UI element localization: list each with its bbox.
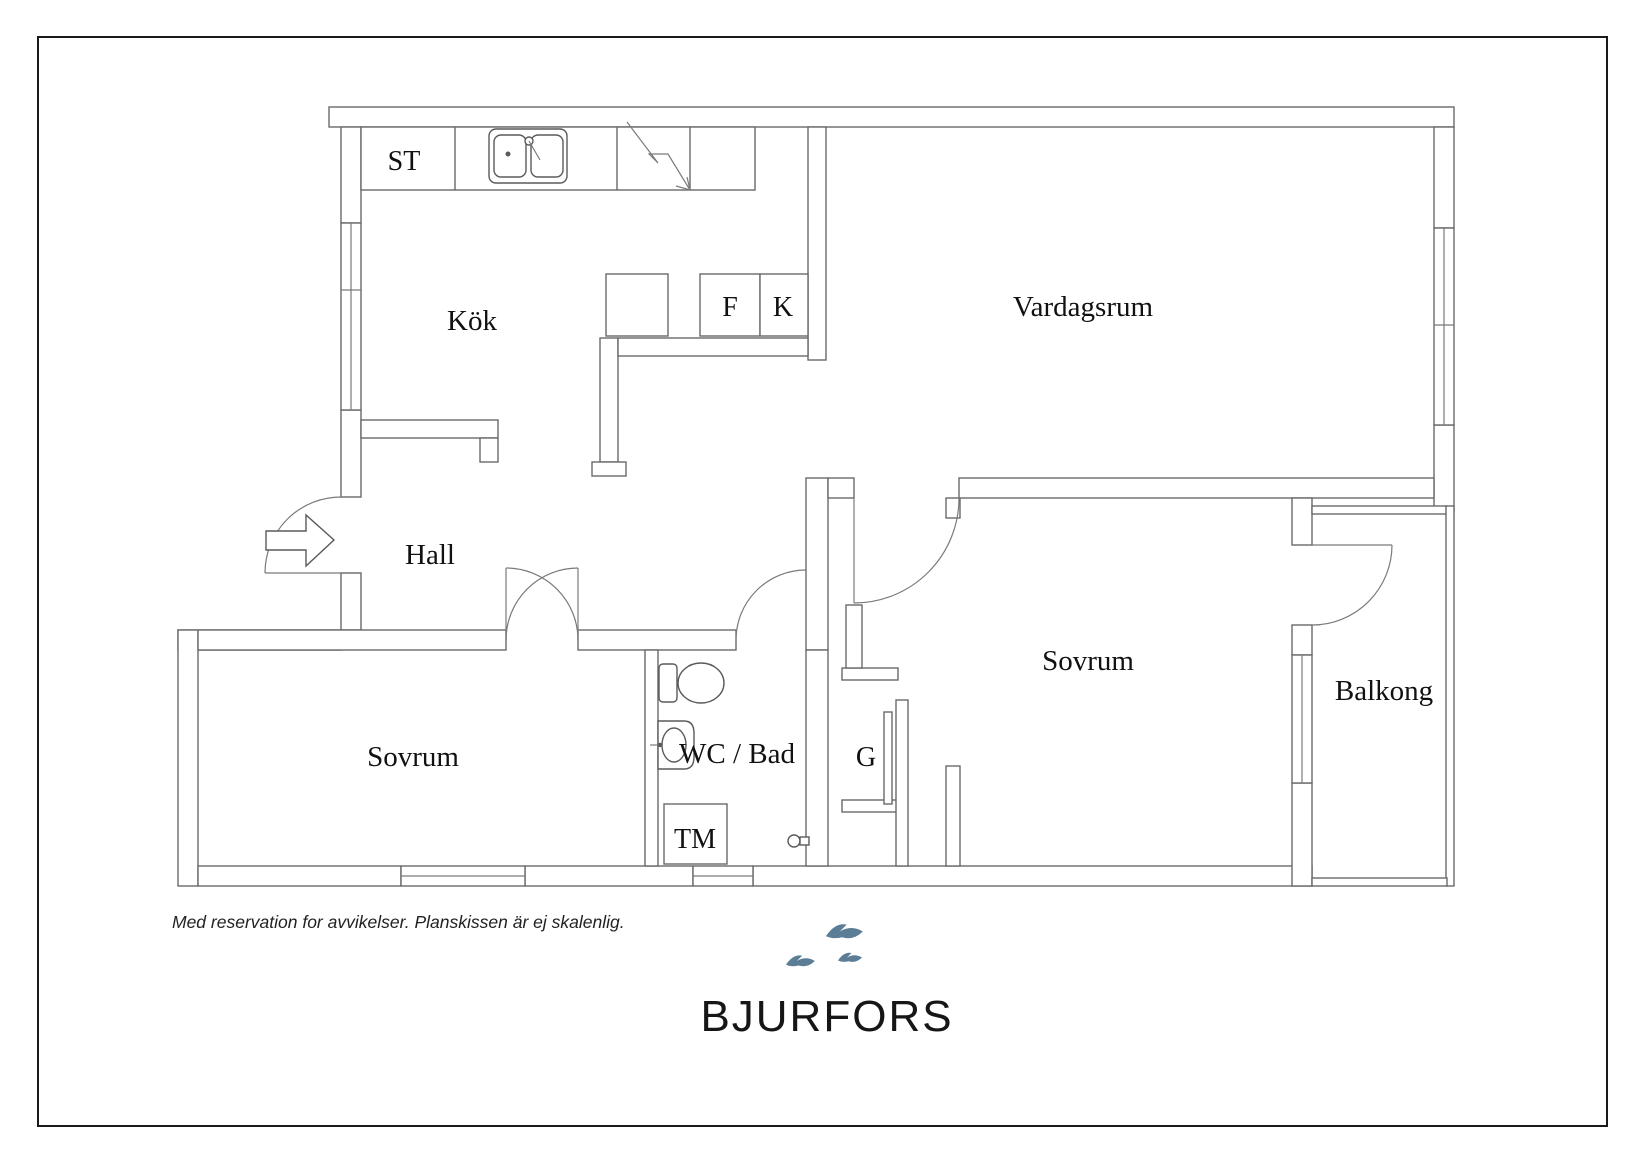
label-living-room: Vardagsrum: [1013, 291, 1154, 323]
label-hall: Hall: [405, 539, 455, 571]
disclaimer-note: Med reservation for avvikelser. Planskis…: [172, 912, 625, 932]
door-bathroom: [735, 569, 807, 641]
window-bedroom-right-balcony: [1291, 654, 1313, 784]
window-kitchen-west: [340, 222, 362, 411]
label-bathroom: WC / Bad: [679, 738, 795, 770]
entry-arrow-icon: [265, 513, 336, 568]
walls: [177, 106, 1455, 887]
door-balcony: [1311, 544, 1393, 626]
stove-icon: [626, 121, 692, 191]
label-closet: ST: [388, 146, 421, 177]
label-washing-machine: TM: [674, 824, 716, 855]
label-wardrobe: G: [856, 742, 876, 773]
label-bedroom-right: Sovrum: [1042, 645, 1134, 677]
window-bedroom-left-south: [400, 865, 526, 887]
door-hall-bedroom-left: [505, 567, 579, 641]
label-freezer: K: [773, 292, 793, 323]
washing-machine-box: [663, 803, 728, 865]
label-kitchen: Kök: [447, 305, 497, 337]
door-bedroom-right: [853, 497, 960, 604]
label-balcony: Balkong: [1335, 675, 1433, 707]
label-fridge: F: [722, 292, 738, 323]
toilet-icon: [658, 662, 725, 704]
valve-icon: [787, 834, 810, 848]
brand-logo: BJURFORS: [700, 924, 953, 1041]
brand-name: BJURFORS: [700, 992, 953, 1041]
appliance-boxes: [605, 273, 809, 337]
wash-basin-icon: [650, 720, 695, 770]
window-livingroom-east: [1433, 227, 1455, 426]
entry-door: [264, 496, 342, 574]
label-bedroom-left: Sovrum: [367, 741, 459, 773]
brand-birds-icon: [786, 924, 863, 967]
window-bathroom-south: [692, 865, 754, 887]
kitchen-sink-icon: [488, 128, 568, 184]
